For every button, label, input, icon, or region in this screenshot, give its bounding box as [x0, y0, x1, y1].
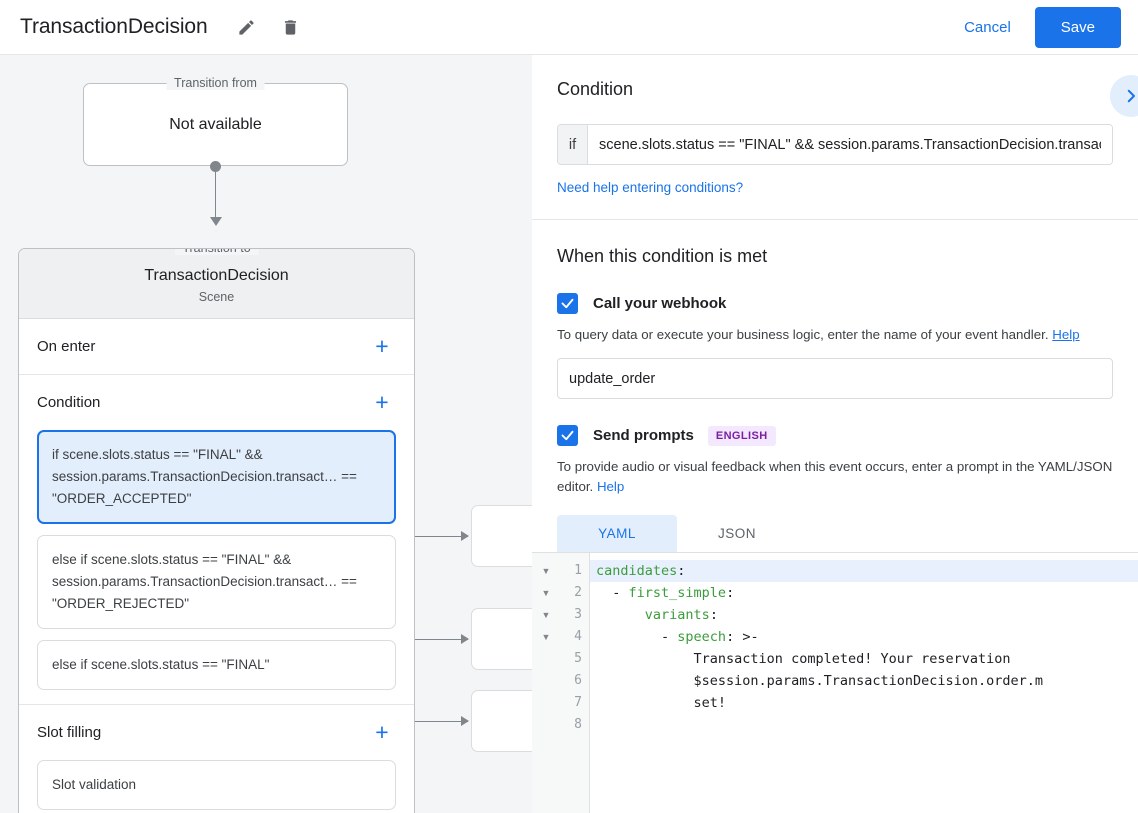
section-slot-filling: Slot filling + Slot validation — [19, 705, 414, 813]
if-prefix-label: if — [558, 125, 588, 164]
page-title: TransactionDecision — [20, 15, 208, 38]
prompts-help-link[interactable]: Help — [596, 479, 625, 494]
line-number: 1 — [574, 563, 582, 578]
add-slot-filling-button[interactable]: + — [375, 719, 389, 745]
scene-graph-canvas[interactable]: Transition from Not available Transition… — [0, 55, 532, 813]
transition-target-box[interactable] — [471, 505, 532, 567]
transition-to-legend: Transition to — [174, 249, 259, 255]
condition-input-row[interactable]: if — [557, 124, 1113, 165]
condition-input[interactable] — [588, 125, 1112, 164]
prompts-description: To provide audio or visual feedback when… — [557, 457, 1113, 497]
code-line-numbers: 1 2 3 4 5 6 7 8 — [560, 553, 590, 813]
edge-line — [400, 721, 468, 722]
code-line — [590, 714, 1138, 736]
transition-to-card: Transition to TransactionDecision Scene … — [18, 248, 415, 813]
section-title-slot-filling: Slot filling — [37, 724, 102, 741]
scene-header[interactable]: TransactionDecision Scene — [19, 249, 414, 319]
section-condition: Condition + if scene.slots.status == "FI… — [19, 375, 414, 705]
webhook-handler-input[interactable] — [557, 358, 1113, 399]
code-line: Transaction completed! Your reservation — [596, 651, 1011, 667]
webhook-check-row: Call your webhook — [557, 293, 1113, 314]
transition-from-card[interactable]: Transition from Not available — [83, 76, 348, 166]
code-line: variants: — [644, 607, 718, 623]
transition-from-legend: Transition from — [166, 76, 265, 90]
scene-name: TransactionDecision — [144, 267, 289, 284]
webhook-label: Call your webhook — [593, 295, 727, 312]
trash-icon[interactable] — [276, 12, 306, 42]
condition-card[interactable]: else if scene.slots.status == "FINAL" — [37, 640, 396, 690]
webhook-description-text: To query data or execute your business l… — [557, 327, 1049, 342]
editor-format-tabs: YAML JSON — [557, 515, 1113, 552]
condition-block: Condition if Need help entering conditio… — [532, 55, 1138, 220]
save-button[interactable]: Save — [1034, 6, 1121, 48]
connector-arrow-icon — [209, 217, 222, 226]
when-condition-met-block: When this condition is met Call your web… — [532, 220, 1138, 552]
edge-arrow-icon — [461, 634, 469, 644]
code-fold-gutter: ▼ ▼ ▼ ▼ — [532, 553, 560, 813]
line-number: 6 — [574, 673, 582, 688]
condition-heading: Condition — [557, 79, 634, 99]
pencil-icon[interactable] — [232, 12, 262, 42]
code-line: candidates: — [590, 560, 1138, 582]
scene-type-label: Scene — [198, 290, 235, 304]
app-header: TransactionDecision Cancel Save — [0, 0, 1138, 55]
code-content[interactable]: candidates: - first_simple: variants: - … — [590, 553, 1138, 813]
code-line: - speech: >- — [596, 629, 759, 645]
edge-line — [400, 639, 468, 640]
webhook-help-link[interactable]: Help — [1052, 327, 1080, 342]
tab-json[interactable]: JSON — [717, 526, 756, 541]
slot-validation-card[interactable]: Slot validation — [37, 760, 396, 810]
condition-card[interactable]: else if scene.slots.status == "FINAL" &&… — [37, 535, 396, 629]
chevron-right-icon[interactable] — [1110, 75, 1138, 117]
transition-target-box[interactable] — [471, 690, 532, 752]
add-condition-button[interactable]: + — [375, 389, 389, 415]
fold-arrow-icon[interactable]: ▼ — [541, 566, 551, 576]
line-number: 3 — [574, 607, 582, 622]
condition-help-link[interactable]: Need help entering conditions? — [557, 180, 744, 195]
prompts-check-row: Send prompts ENGLISH — [557, 425, 1113, 446]
section-title-on-enter: On enter — [37, 338, 96, 355]
webhook-description: To query data or execute your business l… — [557, 325, 1113, 345]
checkmark-icon[interactable] — [557, 293, 578, 314]
condition-card-selected[interactable]: if scene.slots.status == "FINAL" && sess… — [37, 430, 396, 524]
transition-target-box[interactable] — [471, 608, 532, 670]
add-on-enter-button[interactable]: + — [375, 333, 389, 359]
line-number: 8 — [574, 717, 582, 732]
when-condition-met-heading: When this condition is met — [557, 246, 768, 266]
prompts-label: Send prompts — [593, 427, 694, 444]
fold-arrow-icon[interactable]: ▼ — [541, 610, 551, 620]
section-on-enter: On enter + — [19, 319, 414, 375]
line-number: 5 — [574, 651, 582, 666]
code-line: set! — [596, 695, 727, 711]
edge-line — [400, 536, 468, 537]
line-number: 4 — [574, 629, 582, 644]
language-badge: ENGLISH — [707, 425, 776, 446]
edge-arrow-icon — [461, 531, 469, 541]
connector-line — [215, 166, 216, 221]
line-number: 2 — [574, 585, 582, 600]
code-line: - first_simple: — [596, 585, 735, 601]
code-line: $session.params.TransactionDecision.orde… — [596, 673, 1044, 689]
section-title-condition: Condition — [37, 394, 101, 411]
line-number: 7 — [574, 695, 582, 710]
transition-from-value: Not available — [169, 115, 262, 133]
details-panel: Condition if Need help entering conditio… — [532, 55, 1138, 813]
cancel-button[interactable]: Cancel — [950, 11, 1025, 44]
fold-arrow-icon[interactable]: ▼ — [541, 632, 551, 642]
checkmark-icon[interactable] — [557, 425, 578, 446]
edge-arrow-icon — [461, 716, 469, 726]
fold-arrow-icon[interactable]: ▼ — [541, 588, 551, 598]
tab-yaml[interactable]: YAML — [557, 515, 677, 552]
yaml-code-editor[interactable]: ▼ ▼ ▼ ▼ 1 2 3 4 5 6 7 8 candidates: - fi… — [532, 552, 1138, 813]
prompts-description-text: To provide audio or visual feedback when… — [557, 459, 1113, 494]
